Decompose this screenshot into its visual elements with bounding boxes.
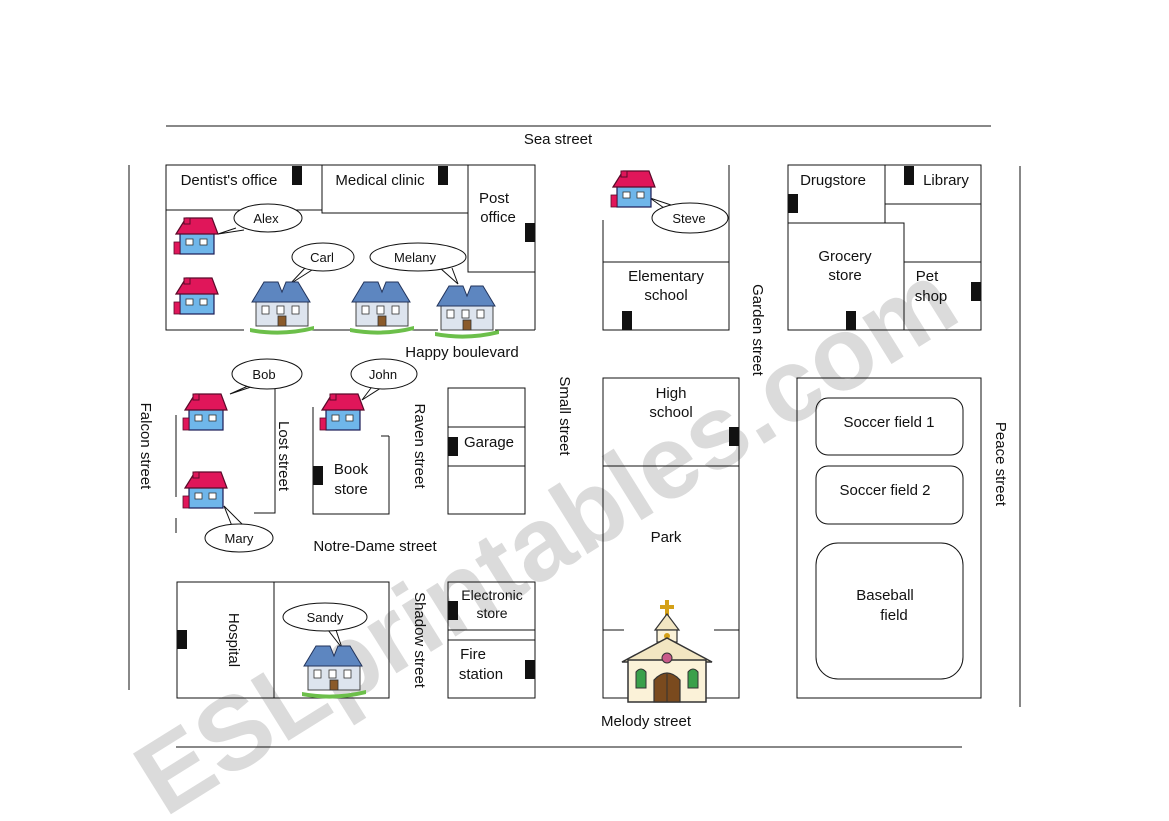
church-icon xyxy=(621,599,713,703)
house-icon xyxy=(182,393,228,431)
label-shop: shop xyxy=(915,288,948,305)
bubble-alex xyxy=(233,203,303,233)
label-book: Book xyxy=(334,461,369,478)
block-sports xyxy=(796,377,982,699)
street-small: Small street xyxy=(556,376,573,456)
street-melody: Melody street xyxy=(601,713,692,730)
label-library: Library xyxy=(923,172,969,189)
speech-bubbles xyxy=(204,197,729,649)
street-garden: Garden street xyxy=(749,284,766,377)
bubble-melany xyxy=(369,242,467,272)
street-falcon: Falcon street xyxy=(137,403,154,491)
label-baseball: Baseball xyxy=(856,587,914,604)
resident-mary: Mary xyxy=(225,531,254,546)
bubble-steve xyxy=(651,202,729,234)
label-pet: Pet xyxy=(916,268,939,285)
street-sea: Sea street xyxy=(524,131,593,148)
road-lines xyxy=(128,125,1021,748)
bubble-sandy xyxy=(282,602,368,632)
block-northwest xyxy=(165,164,536,331)
block-elementary xyxy=(602,165,730,331)
street-lost: Lost street xyxy=(275,421,292,492)
label-elementary-school: school xyxy=(644,287,687,304)
resident-melany: Melany xyxy=(394,250,436,265)
label-electronic-store: store xyxy=(476,605,507,621)
street-peace: Peace street xyxy=(992,422,1009,507)
resident-steve: Steve xyxy=(672,211,705,226)
resident-sandy: Sandy xyxy=(307,610,344,625)
street-notre-dame: Notre-Dame street xyxy=(313,538,437,555)
door-markers xyxy=(177,166,981,679)
label-electronic: Electronic xyxy=(461,587,522,603)
bubble-bob xyxy=(231,358,303,390)
large-house-icon xyxy=(349,281,415,336)
label-high-school: school xyxy=(649,404,692,421)
large-house-icon xyxy=(434,285,500,340)
resident-alex: Alex xyxy=(253,211,279,226)
resident-bob: Bob xyxy=(252,367,275,382)
bubble-mary xyxy=(204,523,274,553)
bubble-john xyxy=(350,358,418,390)
resident-carl: Carl xyxy=(310,250,334,265)
street-shadow: Shadow street xyxy=(411,592,428,689)
label-dentist: Dentist's office xyxy=(181,172,278,189)
label-garage: Garage xyxy=(464,434,514,451)
street-happy-boulevard: Happy boulevard xyxy=(405,344,518,361)
street-raven: Raven street xyxy=(411,403,428,489)
label-book-store: store xyxy=(334,481,367,498)
block-bookstore xyxy=(312,407,390,515)
house-icon xyxy=(173,277,219,315)
label-grocery-store: store xyxy=(828,267,861,284)
block-fire xyxy=(447,581,536,699)
house-icon xyxy=(610,170,656,208)
label-elementary: Elementary xyxy=(628,268,704,285)
label-hospital: Hospital xyxy=(225,613,242,667)
label-post: Post xyxy=(479,190,510,207)
resident-john: John xyxy=(369,367,397,382)
label-fire: Fire xyxy=(460,646,486,663)
label-grocery: Grocery xyxy=(818,248,872,265)
bubble-carl xyxy=(291,242,355,272)
label-medical-clinic: Medical clinic xyxy=(335,172,425,189)
label-high: High xyxy=(656,385,687,402)
label-office: office xyxy=(480,209,516,226)
house-icon xyxy=(319,393,365,431)
house-icon xyxy=(182,471,228,509)
label-drugstore: Drugstore xyxy=(800,172,866,189)
large-house-icon xyxy=(249,281,315,336)
house-icon xyxy=(173,217,219,255)
label-soccer-field-2: Soccer field 2 xyxy=(840,482,931,499)
label-fire-station: station xyxy=(459,666,503,683)
label-baseball-field: field xyxy=(880,607,908,624)
label-park: Park xyxy=(651,529,682,546)
block-northeast xyxy=(787,164,982,331)
label-soccer-field-1: Soccer field 1 xyxy=(844,414,935,431)
